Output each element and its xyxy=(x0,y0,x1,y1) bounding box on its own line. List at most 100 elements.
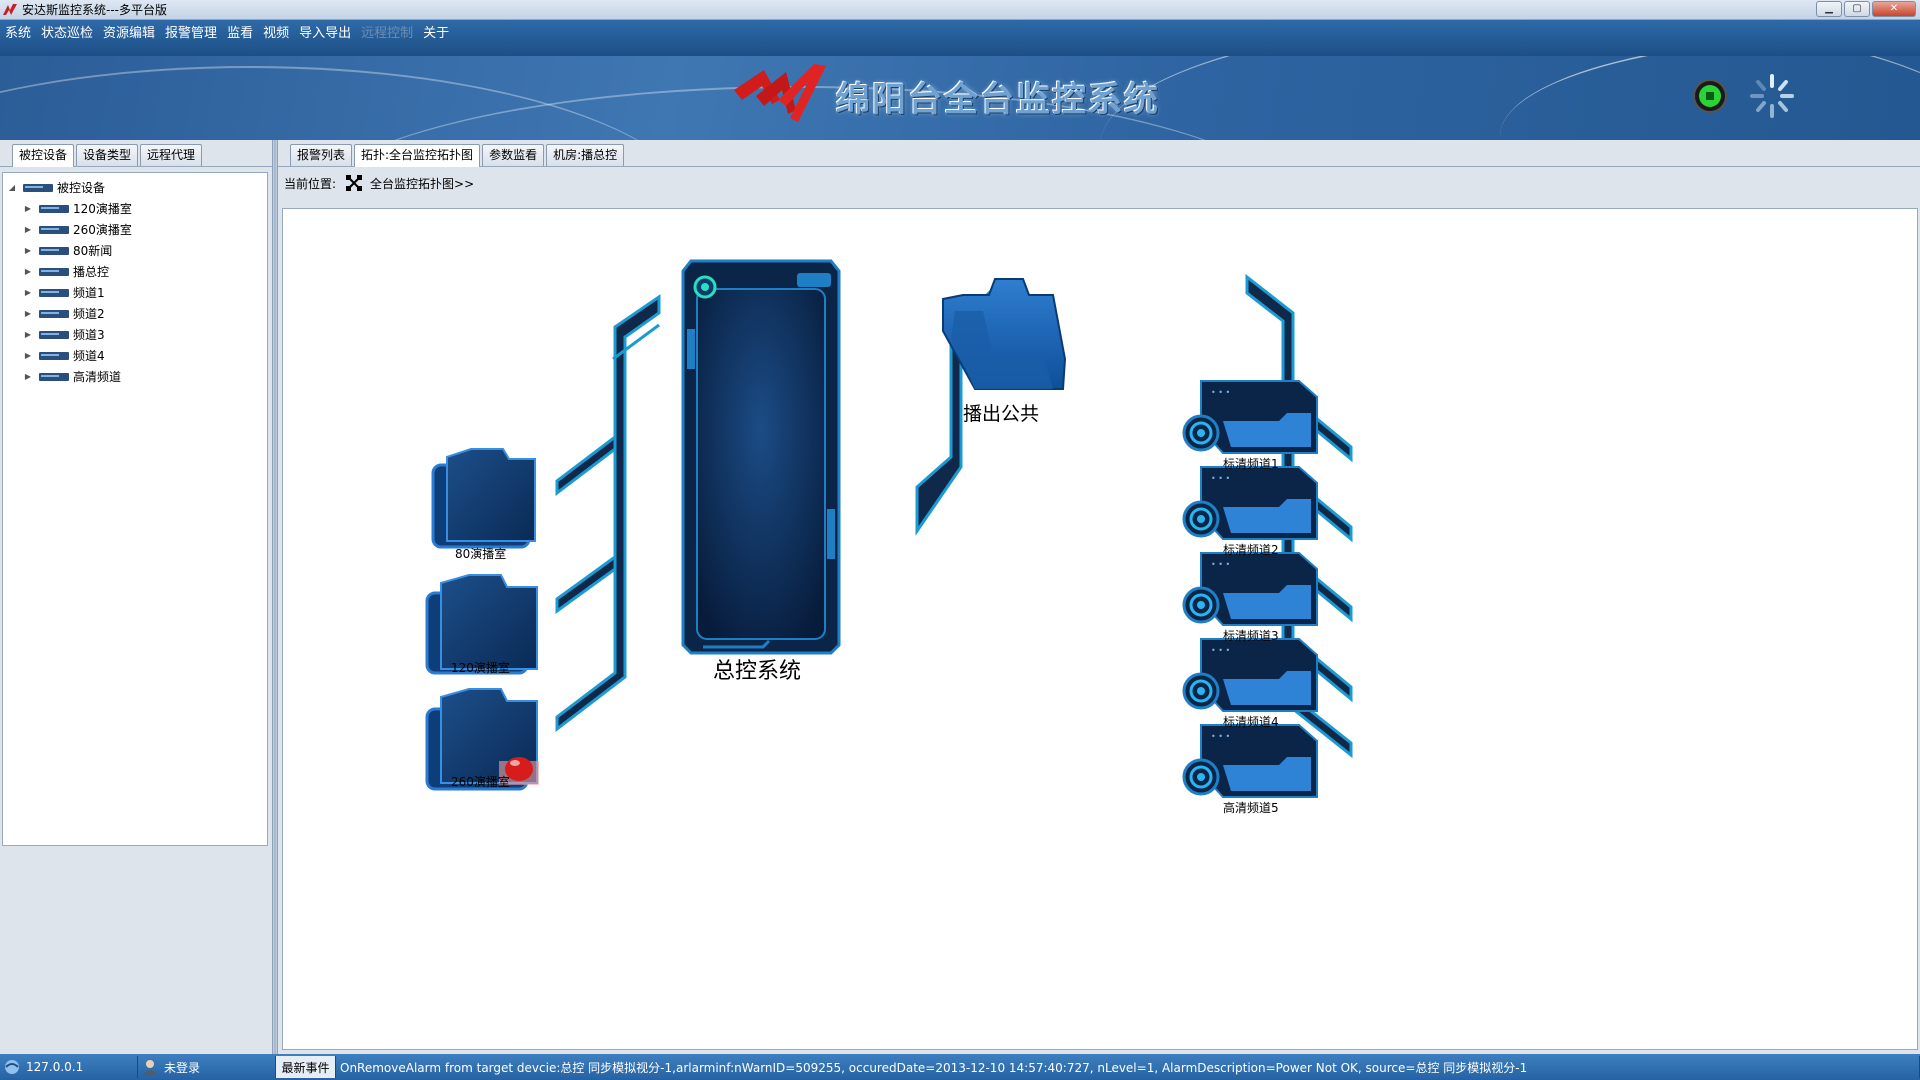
menu-item[interactable]: 状态巡检 xyxy=(41,26,94,41)
device-icon xyxy=(39,372,69,381)
system-title: 绵阳台全台监控系统 xyxy=(836,80,1160,120)
window-title: 安达斯监控系统---多平台版 xyxy=(22,3,167,17)
tree-item[interactable]: ▶高清频道 xyxy=(3,366,267,387)
broadcast-public-node[interactable] xyxy=(942,278,1067,390)
menu-item[interactable]: 监看 xyxy=(227,26,254,41)
collapse-icon[interactable]: ◢ xyxy=(8,183,16,192)
expand-icon[interactable]: ▶ xyxy=(24,246,32,255)
panel-splitter[interactable] xyxy=(272,140,278,1054)
network-icon xyxy=(5,1060,19,1074)
topology-icon xyxy=(346,175,363,191)
channel-node[interactable]: • • • xyxy=(1182,638,1318,712)
close-button[interactable]: ✕ xyxy=(1872,1,1916,17)
device-icon xyxy=(39,246,69,255)
tree-item[interactable]: ▶ 频道1 xyxy=(3,282,267,303)
tree-item[interactable]: ▶ 播总控 xyxy=(3,261,267,282)
tab-remote-proxy[interactable]: 远程代理 xyxy=(140,144,203,166)
menu-item[interactable]: 报警管理 xyxy=(165,26,218,41)
studio-label-120: 120演播室 xyxy=(451,661,510,675)
minimize-button[interactable]: ▁ xyxy=(1816,1,1842,17)
menu-item[interactable]: 远程控制 xyxy=(361,26,414,41)
menu-item[interactable]: 系统 xyxy=(5,26,32,41)
channel-nodes: • • • • • • • • • • • • • • • xyxy=(1182,380,1318,798)
channel-node[interactable]: • • • xyxy=(1182,466,1318,540)
user-icon xyxy=(143,1060,157,1075)
left-tab-strip: 被控设备 设备类型 远程代理 xyxy=(0,140,272,167)
svg-text:• • •: • • • xyxy=(1211,646,1230,655)
channel-node[interactable]: • • • xyxy=(1182,552,1318,626)
tree-item[interactable]: ▶ 频道3 xyxy=(3,324,267,345)
maximize-button[interactable]: ▢ xyxy=(1844,1,1870,17)
tree-item-label: 80新闻 xyxy=(73,244,113,258)
login-user: 未登录 xyxy=(164,1060,201,1075)
tab-machine-room[interactable]: 机房:播总控 xyxy=(546,144,625,166)
topology-canvas: • • • • • • • • • • • • • • • 80演播室 120演播室 2… xyxy=(282,208,1918,1050)
device-icon xyxy=(39,351,69,360)
tree-item-label: 频道3 xyxy=(73,328,105,342)
left-panel: 被控设备 设备类型 远程代理 ◢ 被控设备 ▶120演播室▶260演播室▶80新… xyxy=(0,140,272,1054)
tab-topology[interactable]: 拓扑:全台监控拓扑图 xyxy=(354,144,481,167)
expand-icon[interactable]: ▶ xyxy=(24,351,32,360)
tab-device-types[interactable]: 设备类型 xyxy=(76,144,139,166)
svg-text:• • •: • • • xyxy=(1211,560,1230,569)
server-address: 127.0.0.1 xyxy=(0,1056,138,1078)
tree-item[interactable]: ▶120演播室 xyxy=(3,198,267,219)
tab-controlled-devices[interactable]: 被控设备 xyxy=(12,144,75,167)
header-banner: 绵阳台全台监控系统 xyxy=(0,56,1920,140)
title-bar: 安达斯监控系统---多平台版 ▁ ▢ ✕ xyxy=(0,0,1920,20)
menu-item[interactable]: 资源编辑 xyxy=(103,26,156,41)
channel-label-5: 高清频道5 xyxy=(1223,801,1279,815)
studio-label-80: 80演播室 xyxy=(455,547,507,561)
expand-icon[interactable]: ▶ xyxy=(24,372,32,381)
tree-item[interactable]: ▶ 频道4 xyxy=(3,345,267,366)
location-label: 当前位置: xyxy=(284,176,337,191)
studio-connectors xyxy=(555,294,661,733)
channel-label-2: 标清频道2 xyxy=(1223,543,1279,557)
tree-root[interactable]: ◢ 被控设备 xyxy=(3,177,267,198)
expand-icon[interactable]: ▶ xyxy=(24,225,32,234)
expand-icon[interactable]: ▶ xyxy=(24,330,32,339)
tree-item[interactable]: ▶ 80新闻 xyxy=(3,240,267,261)
status-light-icon[interactable] xyxy=(1692,78,1728,114)
tab-alarm-list[interactable]: 报警列表 xyxy=(290,144,353,166)
expand-icon[interactable]: ▶ xyxy=(24,267,32,276)
tree-item[interactable]: ▶ 260演播室 xyxy=(3,219,267,240)
center-label: 总控系统 xyxy=(713,659,802,684)
tree-item-label: 260演播室 xyxy=(73,223,132,237)
tree-item-label: 播总控 xyxy=(73,265,110,279)
device-icon xyxy=(39,309,69,318)
tree-item-label: 频道1 xyxy=(73,286,105,300)
tree-item-label: 频道4 xyxy=(73,349,105,363)
location-path[interactable]: 全台监控拓扑图>> xyxy=(370,176,475,191)
device-icon xyxy=(39,267,69,276)
status-bar: 127.0.0.1 未登录 最新事件 OnRemoveAlarm from ta… xyxy=(0,1054,1920,1080)
channel-node[interactable]: • • • xyxy=(1182,380,1318,454)
menu-item[interactable]: 导入导出 xyxy=(299,26,352,41)
expand-icon[interactable]: ▶ xyxy=(24,204,32,213)
expand-icon[interactable]: ▶ xyxy=(24,309,32,318)
channel-label-4: 标清频道4 xyxy=(1223,715,1279,729)
studio-label-260: 260演播室 xyxy=(451,775,510,789)
tree-item[interactable]: ▶频道2 xyxy=(3,303,267,324)
studio-node-80[interactable] xyxy=(431,448,536,549)
menu-bar: 系统状态巡检资源编辑报警管理监看视频导入导出远程控制关于 xyxy=(0,20,1920,56)
menu-item[interactable]: 视频 xyxy=(263,26,290,41)
channel-label-1: 标清频道1 xyxy=(1223,457,1279,471)
expand-icon[interactable]: ▶ xyxy=(24,288,32,297)
device-icon xyxy=(39,330,69,339)
svg-text:• • •: • • • xyxy=(1211,388,1230,397)
channel-node[interactable]: • • • xyxy=(1182,724,1318,798)
topology-diagram: • • • • • • • • • • • • • • • xyxy=(425,259,1353,798)
tree-root-label: 被控设备 xyxy=(57,181,106,195)
loading-spinner-icon xyxy=(1750,74,1794,118)
station-logo-icon xyxy=(734,64,826,122)
device-tree: ◢ 被控设备 ▶120演播室▶260演播室▶80新闻▶播总控▶频道1▶频道2▶频… xyxy=(2,172,268,846)
center-control-node[interactable] xyxy=(681,259,841,655)
device-icon xyxy=(39,288,69,297)
menu-item[interactable]: 关于 xyxy=(423,26,450,41)
studio-node-260[interactable] xyxy=(425,688,539,791)
studio-node-120[interactable] xyxy=(425,574,538,675)
tab-parameter-monitor[interactable]: 参数监看 xyxy=(482,144,545,166)
public-label: 播出公共 xyxy=(963,403,1040,425)
login-status[interactable]: 未登录 xyxy=(138,1056,276,1078)
